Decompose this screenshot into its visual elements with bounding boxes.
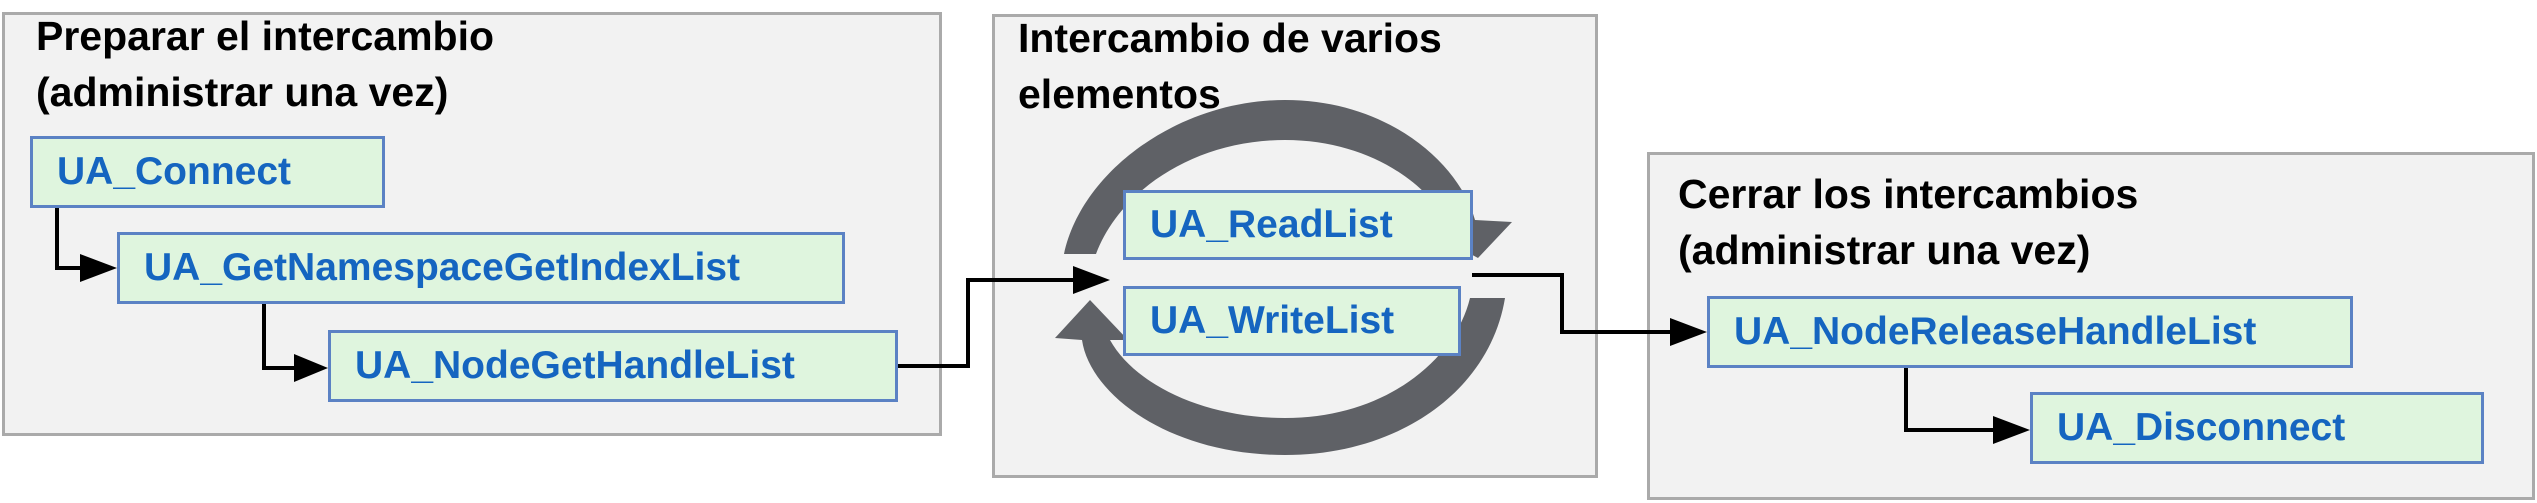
node-ua-writelist: UA_WriteList: [1123, 286, 1461, 356]
group-exchange-title: Intercambio de varios elementos: [1018, 10, 1442, 122]
node-ua-disconnect: UA_Disconnect: [2030, 392, 2484, 464]
group-prepare-title-line2: (administrar una vez): [36, 69, 449, 115]
group-prepare-title-line1: Preparar el intercambio: [36, 13, 495, 59]
node-ua-connect: UA_Connect: [30, 136, 385, 208]
group-close-title: Cerrar los intercambios (administrar una…: [1678, 166, 2138, 278]
group-exchange-title-line1: Intercambio de varios: [1018, 15, 1442, 61]
node-ua-nodegethandlelist: UA_NodeGetHandleList: [328, 330, 898, 402]
node-ua-nodereleasehandlelist: UA_NodeReleaseHandleList: [1707, 296, 2353, 368]
group-prepare-title: Preparar el intercambio (administrar una…: [36, 8, 494, 120]
node-ua-readlist: UA_ReadList: [1123, 190, 1473, 260]
node-ua-getnamespacegetindexlist: UA_GetNamespaceGetIndexList: [117, 232, 845, 304]
group-close-title-line2: (administrar una vez): [1678, 227, 2091, 273]
group-close-title-line1: Cerrar los intercambios: [1678, 171, 2139, 217]
group-exchange-title-line2: elementos: [1018, 71, 1221, 117]
